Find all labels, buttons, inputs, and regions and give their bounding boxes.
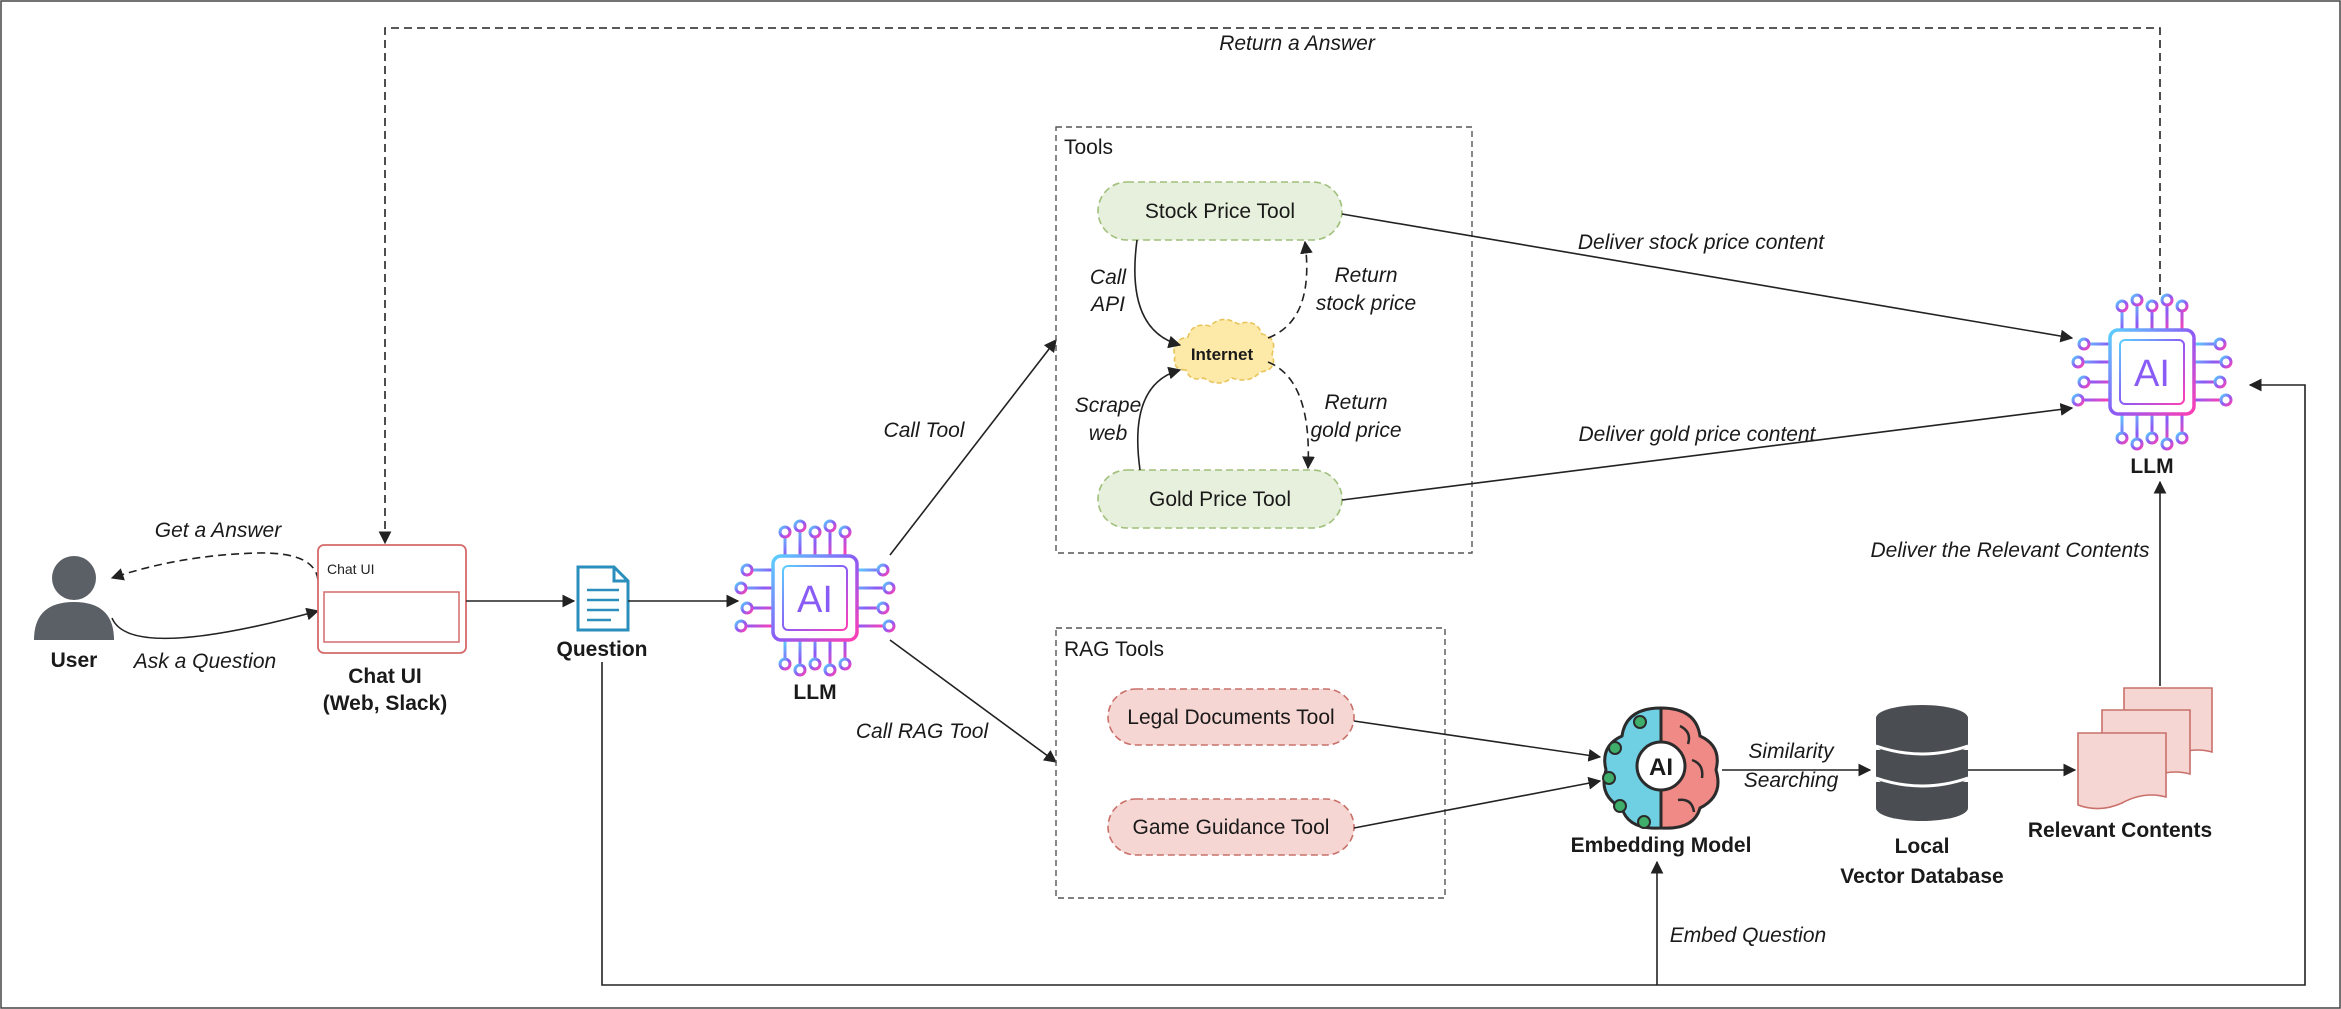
- tools-group-label: Tools: [1064, 136, 1113, 159]
- relevant-contents-node: Relevant Contents: [2028, 687, 2213, 842]
- return-stock-label-1: Return: [1334, 264, 1397, 287]
- question-node: Question: [556, 565, 648, 661]
- rag-tools-group-label: RAG Tools: [1064, 638, 1164, 661]
- return-stock-price-edge: [1267, 240, 1313, 339]
- gold-price-tool: Gold Price Tool: [1097, 469, 1343, 529]
- cloud-icon: [1173, 318, 1275, 384]
- rag-tools-group: RAG Tools Legal Documents Tool Game Guid…: [1055, 627, 1446, 899]
- vector-db-label-1: Local: [1895, 835, 1950, 858]
- database-icon: [1875, 705, 1969, 821]
- vector-database-node: Local Vector Database: [1840, 705, 2004, 888]
- legal-documents-tool-label: Legal Documents Tool: [1127, 706, 1334, 729]
- game-guidance-tool: Game Guidance Tool: [1107, 798, 1355, 856]
- call-rag-tool-edge: [889, 639, 1058, 763]
- internet-label: Internet: [1191, 345, 1254, 364]
- stacked-pages-icon: [2077, 687, 2213, 810]
- similarity-label-1: Similarity: [1748, 740, 1835, 763]
- vector-db-label-2: Vector Database: [1840, 865, 2003, 888]
- internet-node: Internet: [1173, 318, 1275, 384]
- llm-left-label: LLM: [793, 681, 836, 704]
- return-answer-edge: [378, 27, 2161, 545]
- get-answer-label: Get a Answer: [155, 519, 282, 542]
- chat-ui-sublabel: (Web, Slack): [323, 692, 447, 715]
- deliver-relevant-label: Deliver the Relevant Contents: [1871, 539, 2150, 562]
- llm-right-node: AI LLM: [2071, 293, 2233, 478]
- rag-tools-group-frame: [1055, 627, 1446, 899]
- embedding-model-node: AI Embedding Model: [1571, 706, 1752, 857]
- scrape-web-edge: [1136, 366, 1182, 471]
- tools-group-frame: [1055, 126, 1473, 554]
- game-guidance-tool-label: Game Guidance Tool: [1133, 816, 1330, 839]
- embedding-ai-badge: AI: [1649, 754, 1673, 781]
- ask-question-edge: [111, 607, 320, 640]
- return-answer-label: Return a Answer: [1219, 32, 1376, 55]
- chat-input-box: [323, 591, 460, 643]
- similarity-label-2: Searching: [1744, 769, 1839, 792]
- return-stock-label-2: stock price: [1316, 292, 1416, 315]
- ask-question-label: Ask a Question: [132, 650, 276, 673]
- stock-price-tool-label: Stock Price Tool: [1145, 200, 1295, 223]
- chat-ui-label: Chat UI: [348, 665, 422, 688]
- llm-left-ai-badge: AI: [797, 579, 833, 621]
- call-rag-tool-label: Call RAG Tool: [856, 720, 990, 743]
- embedding-model-label: Embedding Model: [1571, 834, 1752, 857]
- person-icon: [34, 556, 114, 640]
- return-gold-label-2: gold price: [1310, 419, 1401, 442]
- document-icon: [576, 565, 630, 632]
- gold-price-tool-label: Gold Price Tool: [1149, 488, 1291, 511]
- tools-group: Tools Stock Price Tool Gold Price Tool I…: [1055, 126, 1473, 554]
- question-label: Question: [556, 638, 647, 661]
- chat-ui-node: Chat UI Chat UI (Web, Slack): [317, 544, 467, 715]
- call-api-label-1: Call: [1090, 266, 1128, 289]
- chat-ui-window-title: Chat UI: [327, 561, 374, 577]
- stock-price-tool: Stock Price Tool: [1097, 181, 1343, 241]
- deliver-stock-edge: [1341, 213, 2074, 343]
- deliver-gold-label: Deliver gold price content: [1579, 423, 1817, 446]
- call-api-label-2: API: [1089, 293, 1125, 316]
- call-tool-label: Call Tool: [884, 419, 966, 442]
- relevant-contents-label: Relevant Contents: [2028, 819, 2212, 842]
- deliver-stock-label: Deliver stock price content: [1578, 231, 1825, 254]
- call-api-edge: [1134, 239, 1182, 349]
- scrape-web-label-1: Scrape: [1075, 394, 1142, 417]
- llm-left-node: AI LLM: [734, 519, 896, 704]
- get-answer-edge: [110, 552, 319, 581]
- legal-documents-tool: Legal Documents Tool: [1107, 688, 1355, 746]
- question-to-llm-right-edge: [601, 378, 2306, 986]
- scrape-web-label-2: web: [1089, 422, 1128, 445]
- legal-to-embedding-edge: [1353, 720, 1602, 762]
- user-node: User: [34, 556, 114, 672]
- call-tool-edge: [889, 338, 1057, 556]
- deliver-gold-edge: [1341, 403, 2074, 501]
- llm-right-label: LLM: [2130, 455, 2173, 478]
- user-label: User: [51, 649, 98, 672]
- return-gold-label-1: Return: [1324, 391, 1387, 414]
- return-gold-price-edge: [1267, 361, 1315, 470]
- embed-question-label: Embed Question: [1670, 924, 1826, 947]
- ai-brain-icon: AI: [1602, 706, 1720, 830]
- game-to-embedding-edge: [1353, 776, 1602, 829]
- llm-right-ai-badge: AI: [2134, 353, 2170, 395]
